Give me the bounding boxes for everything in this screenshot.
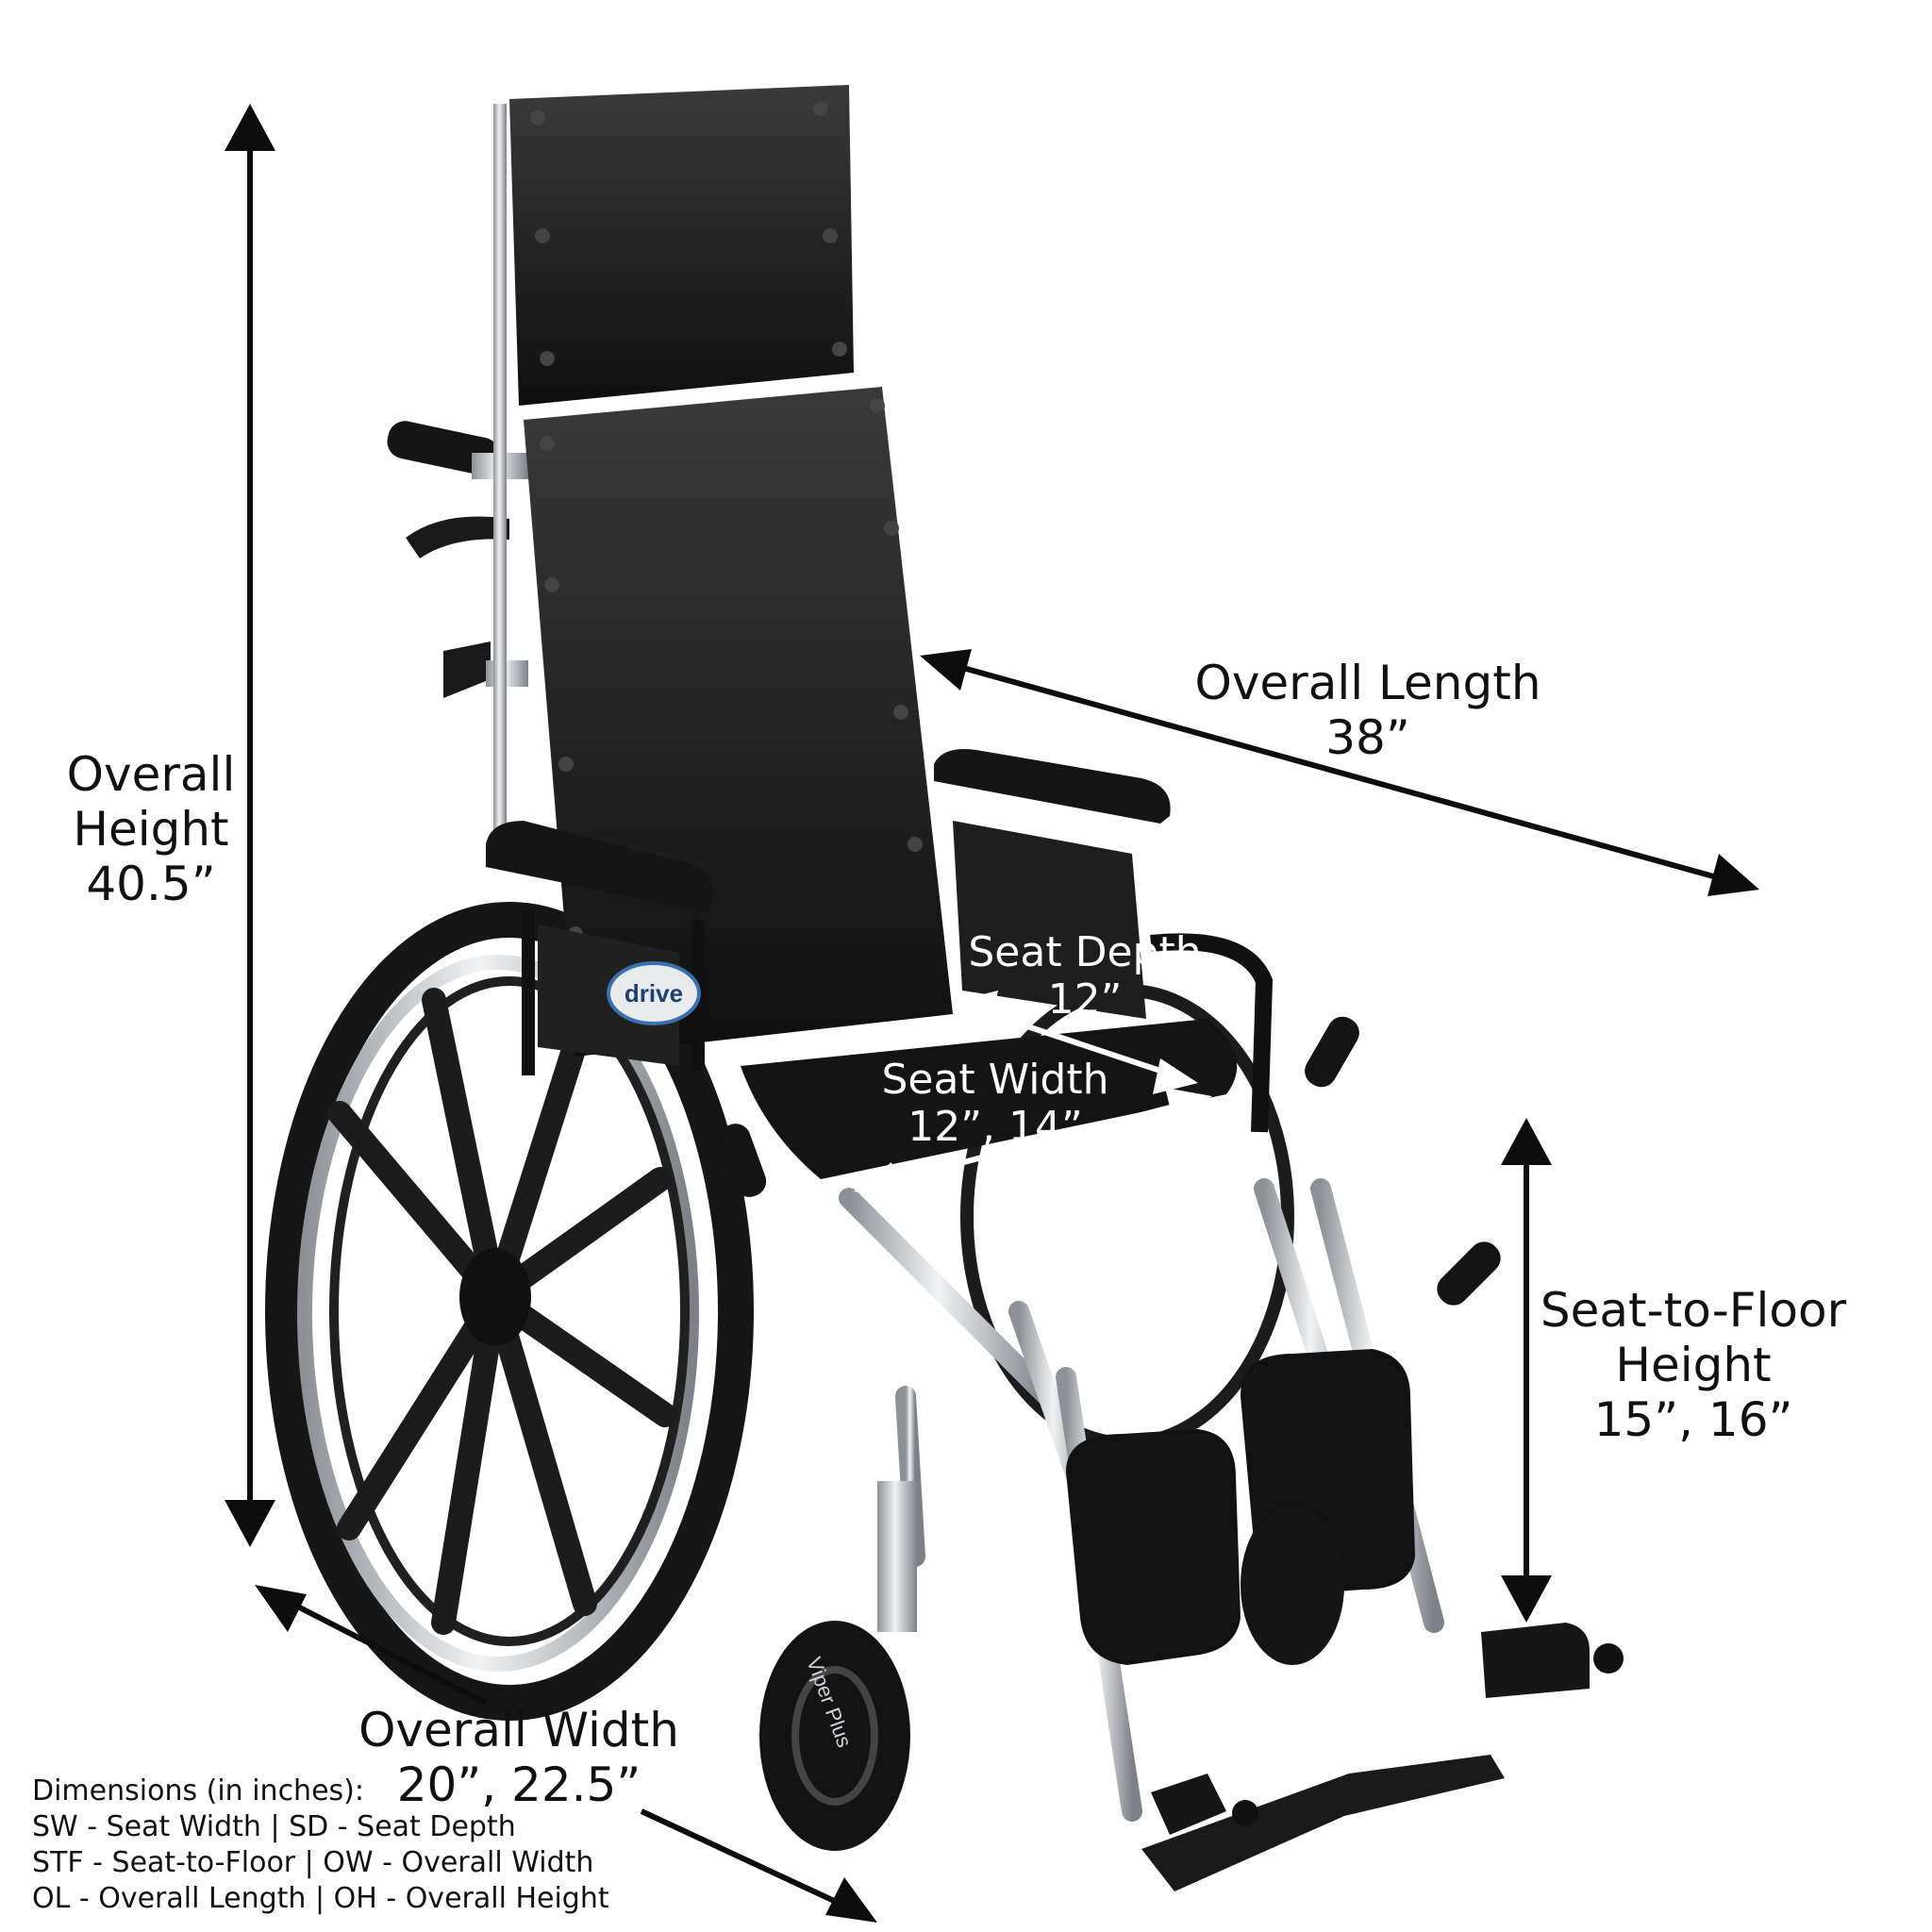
arrow-overall-width bbox=[255, 1585, 877, 1923]
arrow-seat-to-floor bbox=[1501, 1118, 1552, 1623]
legend-line: OL - Overall Length | OH - Overall Heigh… bbox=[32, 1882, 609, 1915]
rear-wheel bbox=[265, 902, 754, 1721]
seat bbox=[741, 1019, 1238, 1179]
armrest-right bbox=[934, 749, 1274, 1133]
elevating-handles bbox=[718, 1016, 1501, 1306]
calf-pads bbox=[1066, 1349, 1415, 1665]
legend-line: STF - Seat-to-Floor | OW - Overall Width bbox=[32, 1846, 594, 1879]
label-overall-length: Overall Length 38” bbox=[1194, 656, 1541, 765]
front-caster: Viper Plus bbox=[759, 1481, 917, 1851]
arrow-seat-width bbox=[854, 1088, 1212, 1200]
dimension-arrows-light bbox=[854, 991, 1212, 1200]
label-seat-width: Seat Width 12”, 14” bbox=[881, 1056, 1109, 1151]
arrow-seat-depth bbox=[953, 991, 1198, 1094]
legend-line: SW - Seat Width | SD - Seat Depth bbox=[32, 1810, 516, 1843]
dimensions-legend: Dimensions (in inches): SW - Seat Width … bbox=[32, 1774, 609, 1917]
footplates bbox=[1141, 1623, 1624, 1891]
label-seat-to-floor: Seat-to-Floor Height 15”, 16” bbox=[1540, 1283, 1847, 1447]
arrow-overall-height bbox=[225, 104, 275, 1547]
logo-text: drive bbox=[625, 979, 683, 1008]
headrest bbox=[509, 85, 854, 406]
label-overall-width: Overall Width 20”, 22.5” bbox=[358, 1703, 679, 1812]
dimension-arrows bbox=[225, 104, 1759, 1923]
front-caster-far bbox=[1241, 1505, 1344, 1665]
push-handle bbox=[387, 421, 528, 698]
arrow-overall-length bbox=[920, 649, 1759, 896]
legend-title: Dimensions (in inches): bbox=[32, 1774, 364, 1807]
back-upright bbox=[493, 104, 507, 830]
label-seat-depth: Seat Depth 12” bbox=[968, 928, 1202, 1024]
brand-logo: drive bbox=[607, 961, 701, 1025]
label-overall-height: Overall Height 40.5” bbox=[66, 747, 236, 911]
